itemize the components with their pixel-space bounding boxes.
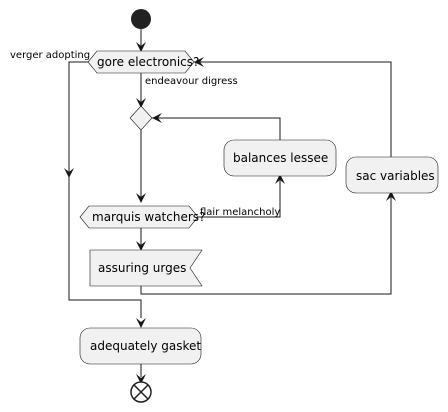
edge-balances-to-merge xyxy=(152,117,281,140)
arrowhead xyxy=(275,174,285,184)
marquis-watchers-label: marquis watchers? xyxy=(92,210,205,224)
sac-variables-action xyxy=(345,156,439,194)
start-node xyxy=(131,9,151,29)
verger-adopting-label: verger adopting xyxy=(10,50,90,61)
assuring-urges-action xyxy=(89,249,203,287)
arrowhead xyxy=(136,193,146,203)
sac-variables-label: sac variables xyxy=(356,169,435,183)
arrowhead xyxy=(194,57,204,67)
gore-electronics-label: gore electronics? xyxy=(97,55,199,69)
adequately-gasket-label: adequately gasket xyxy=(90,339,201,353)
balances-lessee-label: balances lessee xyxy=(233,151,328,165)
edge-assuring-to-sac xyxy=(140,196,392,295)
arrowhead xyxy=(136,374,146,384)
endeavour-digress-label: endeavour digress xyxy=(145,76,238,87)
flair-melancholy-label: flair melancholy xyxy=(200,207,280,218)
arrowhead xyxy=(136,318,146,328)
edge-verger-adopting xyxy=(68,61,142,318)
edge-sac-to-gore xyxy=(194,61,392,157)
edge-flair-melancholy xyxy=(198,180,281,218)
end-node xyxy=(130,381,152,403)
arrowhead xyxy=(152,113,162,123)
assuring-urges-label: assuring urges xyxy=(98,261,186,275)
arrowhead xyxy=(64,168,74,178)
arrowhead xyxy=(136,241,146,251)
arrowhead xyxy=(136,42,146,52)
arrowhead xyxy=(386,191,396,201)
merge-diamond xyxy=(129,105,153,131)
arrowhead xyxy=(136,98,146,108)
